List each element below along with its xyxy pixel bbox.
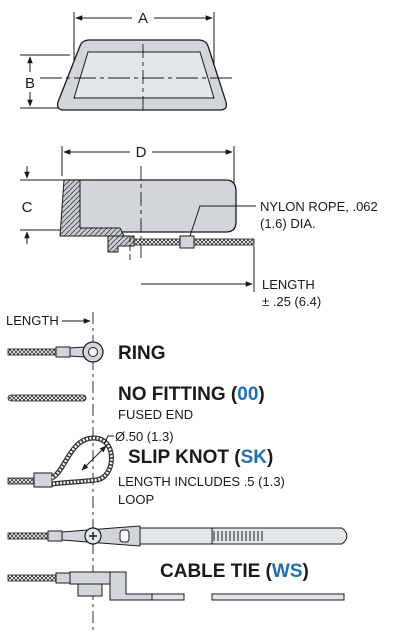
cable-tie-rope xyxy=(7,574,57,582)
slip-knot-crimp xyxy=(33,472,53,488)
rope-crimp xyxy=(179,235,195,249)
cable-tie-band-left xyxy=(151,593,185,601)
ring-crimp xyxy=(55,346,71,358)
ring-title: RING xyxy=(118,343,166,364)
fittings-length-label: LENGTH xyxy=(6,313,59,328)
slip-knot-dia-arrow xyxy=(81,445,107,471)
rope-spec-line2: (1.6) DIA. xyxy=(260,216,316,231)
cable-tie-head xyxy=(109,571,153,601)
screw-cross-icon xyxy=(89,532,97,540)
cable-tie-title: CABLE TIE (WS) xyxy=(160,561,309,582)
cable-tie-mount xyxy=(69,571,111,585)
slip-knot-dia-leader xyxy=(103,435,114,445)
no-fitting-note: FUSED END xyxy=(118,407,193,422)
plug-section-hatch xyxy=(59,179,125,237)
dim-b-label: B xyxy=(25,75,35,92)
tie-band xyxy=(139,527,213,545)
slip-knot-fitting: Ø.50 (1.3) SLIP KNOT (SK) LENGTH INCLUDE… xyxy=(7,429,285,507)
rope-leader-line xyxy=(189,205,256,237)
length-tolerance: ± .25 (6.4) xyxy=(262,294,321,309)
side-view: D C NYLON ROPE, .062 (1.6) DIA. LENGTH ±… xyxy=(20,144,378,309)
rope-segment-2 xyxy=(193,238,255,246)
slip-knot-note-line2: LOOP xyxy=(118,492,154,507)
tie-tail xyxy=(211,527,348,545)
ring-hole xyxy=(88,347,98,357)
no-fitting: NO FITTING (00) FUSED END xyxy=(7,384,265,422)
slip-knot-loop-weave xyxy=(51,436,113,486)
top-view: A B xyxy=(20,10,236,114)
slip-knot-dia-label: Ø.50 (1.3) xyxy=(115,429,174,444)
no-fitting-rope xyxy=(7,394,87,402)
tie-teeth xyxy=(213,531,263,541)
length-label: LENGTH xyxy=(262,277,315,292)
plug-recess-top xyxy=(73,51,215,99)
fittings-section: LENGTH RING NO FITTING (00) FUSED END Ø xyxy=(6,312,348,632)
screw-tie-crimp xyxy=(47,530,63,542)
cable-tie-fitting: CABLE TIE (WS) xyxy=(7,561,345,601)
dim-a-label: A xyxy=(138,10,148,27)
cable-tie-post xyxy=(77,583,103,597)
slip-knot-rope xyxy=(7,477,35,485)
dim-d-label: D xyxy=(136,144,147,161)
rope-spec-line1: NYLON ROPE, .062 xyxy=(260,199,378,214)
screw-tie-rope xyxy=(7,532,49,540)
rope-segment-1 xyxy=(133,238,181,246)
slip-knot-note-line1: LENGTH INCLUDES .5 (1.3) xyxy=(118,474,285,489)
ring-rope xyxy=(7,348,57,356)
cable-tie-band-right xyxy=(211,593,345,601)
no-fitting-title: NO FITTING (00) xyxy=(118,384,265,405)
ring-fitting: RING xyxy=(7,341,166,364)
tie-slot xyxy=(119,529,130,543)
dim-c-label: C xyxy=(22,199,33,216)
rope-anchor-section xyxy=(107,235,135,253)
plug-body-side xyxy=(65,179,237,233)
screw-tie-fitting xyxy=(7,525,348,547)
cable-tie-crimp xyxy=(55,572,71,584)
slip-knot-title: SLIP KNOT (SK) xyxy=(128,447,273,468)
ring-neck xyxy=(69,346,85,358)
